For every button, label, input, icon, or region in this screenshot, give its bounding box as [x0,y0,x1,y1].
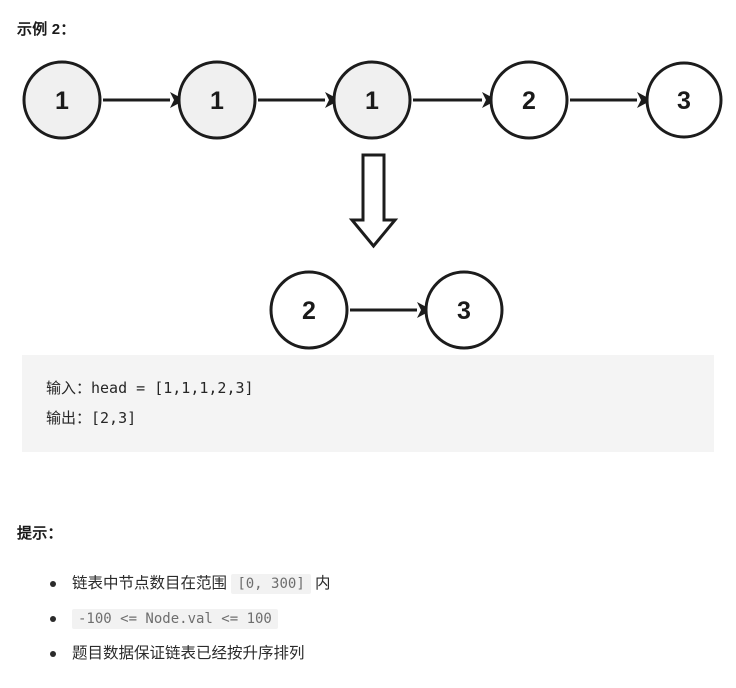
bullet-icon [50,581,56,587]
example-io-code-block: 输入：head = [1,1,1,2,3] 输出：[2,3] [22,355,714,452]
node-value: 3 [457,297,471,325]
hint-inline-code: [0, 300] [231,574,311,594]
node-value: 2 [302,297,316,325]
hint-text-prefix: 链表中节点数目在范围 [72,575,232,592]
output-list-nodes: 2 3 [269,270,504,350]
node-value: 1 [365,87,379,115]
bullet-icon [50,651,56,657]
list-item: 题目数据保证链表已经按升序排列 [47,642,707,665]
hint-text-suffix: 内 [310,575,331,592]
node-value: 2 [522,87,536,115]
page-title: 示例 2： [17,21,76,38]
input-list-nodes: 1 1 1 2 3 [22,60,723,140]
list-node: 2 [269,270,349,350]
output-list-connectors [350,302,432,318]
list-node: 3 [645,61,723,139]
example-input-line: 输入：head = [1,1,1,2,3] [46,379,254,397]
list-item: 链表中节点数目在范围 [0, 300] 内 [47,572,707,596]
list-item: -100 <= Node.val <= 100 [47,607,707,631]
node-value: 3 [677,87,691,115]
example-output-line: 输出：[2,3] [46,409,137,427]
linked-list-diagram: 1 1 1 2 3 [0,48,736,353]
node-value: 1 [210,87,224,115]
hint-text-prefix: 题目数据保证链表已经按升序排列 [72,645,305,662]
list-node: 1 [332,60,412,140]
list-node: 2 [489,60,569,140]
hints-title: 提示： [17,525,63,542]
list-node: 1 [22,60,102,140]
bullet-icon [50,616,56,622]
transform-down-arrow-icon [348,153,399,249]
hints-list: 链表中节点数目在范围 [0, 300] 内 -100 <= Node.val <… [47,572,707,676]
hint-inline-code: -100 <= Node.val <= 100 [72,609,278,629]
list-node: 1 [177,60,257,140]
node-value: 1 [55,87,69,115]
list-node: 3 [424,270,504,350]
